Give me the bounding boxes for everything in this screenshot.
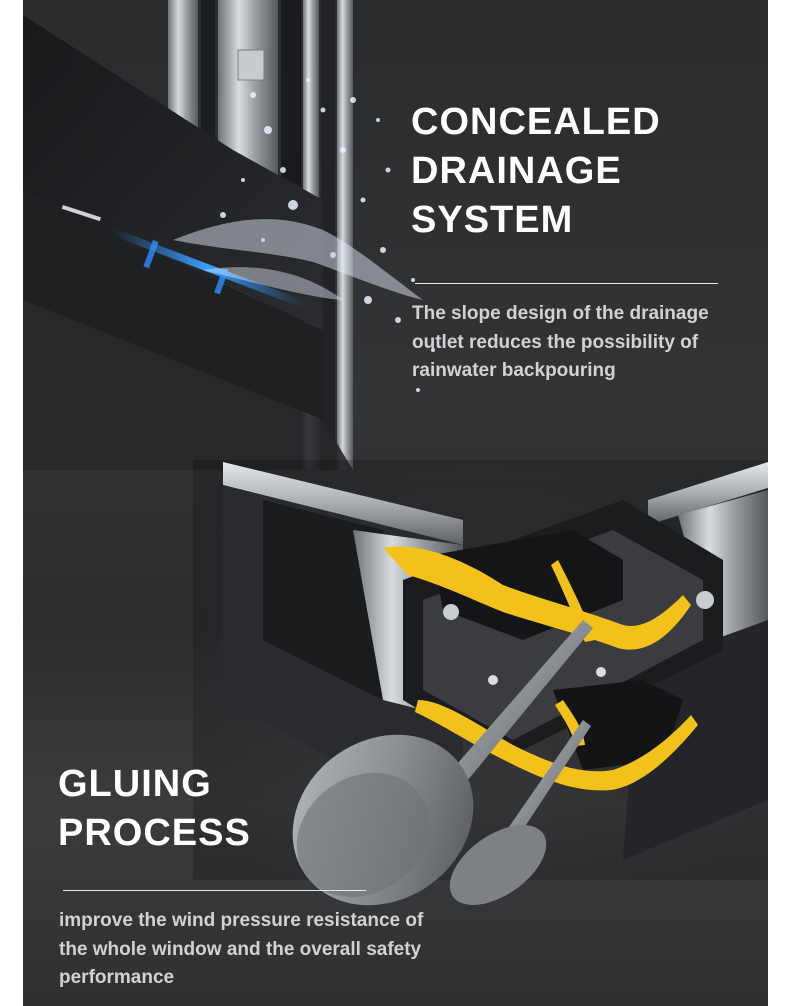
window-frame-illustration bbox=[23, 0, 768, 906]
drainage-title-line: CONCEALED bbox=[411, 101, 661, 143]
product-feature-panel: CONCEALED DRAINAGE SYSTEM The slope desi… bbox=[23, 0, 768, 1006]
glue-gun-illustration bbox=[292, 620, 593, 906]
corner-joint-illustration bbox=[193, 460, 768, 906]
gluing-title-line: PROCESS bbox=[58, 812, 251, 854]
drainage-title-line: DRAINAGE bbox=[411, 150, 622, 192]
divider bbox=[63, 890, 366, 891]
drainage-title: CONCEALED DRAINAGE SYSTEM bbox=[411, 98, 751, 245]
divider bbox=[415, 283, 718, 284]
gluing-title: GLUING PROCESS bbox=[58, 760, 358, 858]
drainage-description: The slope design of the drainage outlet … bbox=[412, 303, 709, 381]
gluing-description: improve the wind pressure resistance of … bbox=[59, 910, 424, 988]
drainage-title-line: SYSTEM bbox=[411, 199, 574, 241]
gluing-title-line: GLUING bbox=[58, 763, 212, 805]
water-splash-illustration bbox=[173, 78, 435, 392]
